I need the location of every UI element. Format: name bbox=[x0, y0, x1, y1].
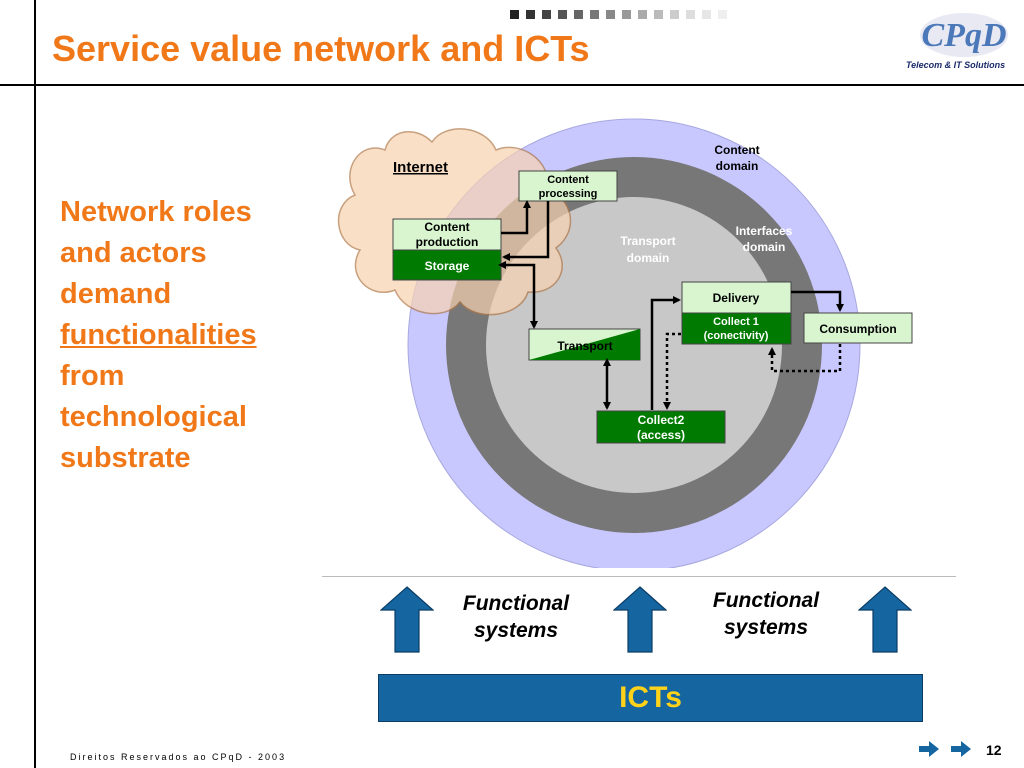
storage-box bbox=[392, 249, 502, 281]
consumption-box bbox=[803, 312, 913, 344]
logo-mark: CPqD bbox=[922, 17, 1007, 54]
side-line-1: Network roles bbox=[60, 196, 252, 228]
content-processing-label-2: processing bbox=[539, 188, 598, 200]
storage-label: Storage bbox=[425, 259, 470, 273]
up-arrow-left bbox=[380, 586, 434, 653]
side-line-5: from bbox=[60, 360, 125, 392]
consumption-to-collect1-dotted-arrow bbox=[768, 344, 842, 373]
functional-systems-right-line2: systems bbox=[723, 616, 809, 639]
collect1-box bbox=[681, 312, 792, 345]
slide-title: Service value network and ICTs bbox=[52, 28, 590, 69]
content-production-label-2: production bbox=[416, 235, 479, 249]
left-border-line bbox=[34, 0, 36, 768]
progress-dot bbox=[686, 10, 695, 19]
progress-dot bbox=[574, 10, 583, 19]
side-line-2: and actors bbox=[60, 237, 207, 269]
progress-dot bbox=[590, 10, 599, 19]
interfaces-domain-label-1: Interfaces bbox=[736, 224, 793, 238]
content-domain-label-2: domain bbox=[716, 159, 759, 173]
icts-label: ICTs bbox=[619, 681, 682, 714]
collect1-label-1: Collect 1 bbox=[713, 316, 759, 328]
progress-dot bbox=[622, 10, 631, 19]
progress-dot bbox=[638, 10, 647, 19]
progress-dots bbox=[510, 10, 727, 19]
copyright-footer: Direitos Reservados ao CPqD - 2003 bbox=[70, 752, 287, 762]
functional-systems-right: Functional systems bbox=[698, 587, 834, 641]
content-processing-label-1: Content bbox=[547, 174, 589, 186]
progress-dot bbox=[542, 10, 551, 19]
progress-dot bbox=[558, 10, 567, 19]
up-arrow-right bbox=[858, 586, 912, 653]
transport-label: Transport bbox=[557, 339, 612, 353]
collect2-label-1: Collect2 bbox=[638, 413, 685, 427]
delivery-box bbox=[681, 281, 792, 314]
header-divider bbox=[0, 84, 1024, 86]
consumption-label: Consumption bbox=[819, 322, 896, 336]
transport-domain-label-1: Transport bbox=[620, 234, 675, 248]
internet-label: Internet bbox=[393, 159, 448, 176]
processing-to-storage-arrow bbox=[502, 201, 550, 261]
collect2-to-delivery-arrow bbox=[650, 296, 681, 410]
content-processing-box bbox=[518, 170, 618, 202]
functional-systems-left-line1: Functional bbox=[462, 592, 570, 615]
up-arrow-middle bbox=[613, 586, 667, 653]
next-arrow-icon[interactable] bbox=[918, 740, 940, 758]
progress-dot bbox=[526, 10, 535, 19]
content-production-box bbox=[392, 218, 502, 251]
logo-oval bbox=[920, 13, 1008, 57]
functional-systems-left-line2: systems bbox=[473, 619, 559, 642]
collect1-label-2: (conectivity) bbox=[704, 330, 769, 342]
bottom-separator bbox=[322, 576, 956, 577]
delivery-to-consumption-arrow bbox=[791, 290, 844, 312]
page-number: 12 bbox=[986, 742, 1002, 758]
progress-dot bbox=[670, 10, 679, 19]
side-line-3: demand bbox=[60, 278, 172, 310]
icts-bar bbox=[378, 674, 923, 722]
transport-domain-label-2: domain bbox=[627, 251, 670, 265]
logo-tagline: Telecom & IT Solutions bbox=[906, 60, 1006, 70]
progress-dot bbox=[606, 10, 615, 19]
transport-box-dark-half bbox=[529, 329, 640, 360]
side-line-6: technological bbox=[60, 401, 247, 433]
progress-dot bbox=[510, 10, 519, 19]
storage-transport-arrow bbox=[498, 261, 538, 329]
progress-dot bbox=[654, 10, 663, 19]
production-to-processing-arrow bbox=[501, 200, 531, 235]
side-line-7: substrate bbox=[60, 442, 191, 474]
collect1-to-collect2-dotted-arrow bbox=[663, 332, 681, 410]
content-domain-label-1: Content bbox=[714, 143, 759, 157]
functional-systems-right-line1: Functional bbox=[712, 589, 820, 612]
collect2-label-2: (access) bbox=[637, 428, 685, 442]
interfaces-domain-label-2: domain bbox=[743, 240, 786, 254]
progress-dot bbox=[718, 10, 727, 19]
collect2-box bbox=[596, 410, 726, 444]
delivery-label: Delivery bbox=[713, 291, 760, 305]
progress-dot bbox=[702, 10, 711, 19]
side-line-4: functionalities bbox=[60, 315, 310, 356]
side-line-4-underlined: functionalities bbox=[60, 319, 257, 351]
functional-systems-left: Functional systems bbox=[448, 590, 584, 644]
side-text: Network roles and actors demand function… bbox=[60, 192, 310, 479]
network-diagram: Internet Content domain Interfaces domai… bbox=[338, 118, 913, 568]
content-production-label-1: Content bbox=[424, 220, 469, 234]
cpqd-logo: CPqD bbox=[920, 13, 1008, 57]
next-arrow-icon-2[interactable] bbox=[950, 740, 972, 758]
